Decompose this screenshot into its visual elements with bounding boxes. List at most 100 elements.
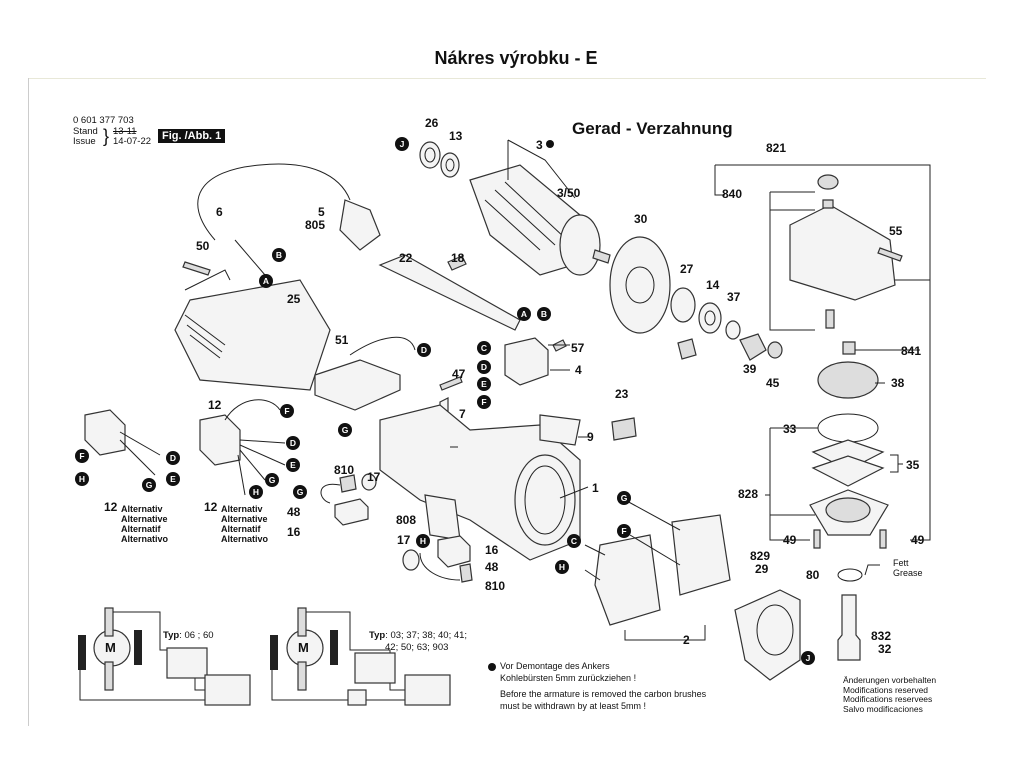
part-label: 48	[287, 505, 301, 519]
part-label: 38	[891, 376, 905, 390]
wiring-diagram-1	[78, 607, 251, 706]
crown-gear-part	[817, 361, 879, 399]
connector-marker-g: G	[338, 423, 352, 437]
part-label: 32	[878, 642, 892, 656]
stand-label: Stand	[73, 126, 98, 137]
spindle-part	[837, 594, 861, 661]
motor-symbol: M	[105, 640, 116, 655]
note-en-line2: must be withdrawn by at least 5mm !	[500, 701, 647, 711]
stand-value: 13-11	[113, 126, 137, 137]
grease-label-en: Grease	[893, 568, 923, 578]
part-label: 12	[208, 398, 222, 412]
diagram-heading: Gerad - Verzahnung	[572, 119, 733, 138]
connector-marker-g: G	[617, 491, 631, 505]
connector-marker-a: A	[517, 307, 531, 321]
note-de-line2: Kohlebürsten 5mm zurückziehen !	[500, 673, 637, 683]
connector-marker-b: B	[272, 248, 286, 262]
issue-date: 14-07-22	[113, 136, 152, 147]
part-label: 829	[750, 549, 771, 563]
part-number: 0 601 377 703	[73, 115, 134, 126]
part-label: 39	[743, 362, 757, 376]
part-label: 35	[906, 458, 920, 472]
connector-marker-g: G	[293, 485, 307, 499]
motor-housing-part	[174, 279, 331, 391]
part-label: 840	[722, 187, 743, 201]
part-label: 821	[766, 141, 787, 155]
part-label: 55	[889, 224, 903, 238]
motor-symbol: M	[298, 640, 309, 655]
connector-marker-h: H	[555, 560, 569, 574]
connector-marker-h: H	[75, 472, 89, 486]
connector-marker-d: D	[477, 360, 491, 374]
connector-marker-h: H	[416, 534, 430, 548]
alternative-note-2: Alternativ Alternative Alternatif Altern…	[221, 504, 269, 544]
issue-label: Issue	[73, 136, 96, 147]
part-label: 50	[196, 239, 210, 253]
connector-marker-e: E	[477, 377, 491, 391]
part-label: 4	[575, 363, 582, 377]
page-title: Nákres výrobku - E	[434, 48, 598, 68]
part-label: 9	[587, 430, 594, 444]
part-label: 33	[783, 422, 797, 436]
grease-label-de: Fett	[893, 558, 909, 568]
connector-marker-b: B	[537, 307, 551, 321]
part-label: 832	[871, 629, 892, 643]
part-label: 5	[318, 205, 325, 219]
part-label: 25	[287, 292, 301, 306]
part-label: 51	[335, 333, 349, 347]
bullet-icon	[546, 140, 554, 148]
switch-part	[504, 337, 549, 386]
part-label: 3/50	[557, 186, 581, 200]
connector-marker-d: D	[166, 451, 180, 465]
part-label: 37	[727, 290, 741, 304]
part-label: 29	[755, 562, 769, 576]
brace: }	[103, 126, 110, 146]
part-label: 27	[680, 262, 694, 276]
part-label: 808	[396, 513, 417, 527]
part-label: 22	[399, 251, 413, 265]
modifications-note: Änderungen vorbehalten Modifications res…	[843, 675, 937, 714]
part-label: 49	[783, 533, 797, 547]
connector-marker-g: G	[265, 473, 279, 487]
part-label: 16	[485, 543, 499, 557]
connector-marker-j: J	[395, 137, 409, 151]
part-label: 6	[216, 205, 223, 219]
connector-marker-j: J	[801, 651, 815, 665]
part-label: 12	[204, 500, 218, 514]
part-label: 80	[806, 568, 820, 582]
part-label: 30	[634, 212, 648, 226]
part-label: 7	[459, 407, 466, 421]
connector-marker-f: F	[477, 395, 491, 409]
part-label: 17	[367, 470, 381, 484]
connector-marker-e: E	[166, 472, 180, 486]
connector-marker-d: D	[286, 436, 300, 450]
part-label: 45	[766, 376, 780, 390]
note-en-line1: Before the armature is removed the carbo…	[500, 689, 707, 699]
figure-label: Fig. /Abb. 1	[158, 129, 226, 143]
note-de-line1: Vor Demontage des Ankers	[500, 661, 610, 671]
connector-marker-h: H	[249, 485, 263, 499]
part-label: 17	[397, 533, 411, 547]
connector-marker-c: C	[477, 341, 491, 355]
connector-marker-a: A	[259, 274, 273, 288]
part-label: 57	[571, 341, 585, 355]
part-label: 47	[452, 367, 466, 381]
wiring-type-2-cont: 42; 50; 63; 903	[385, 642, 449, 653]
part-label: 16	[287, 525, 301, 539]
wiring-type-1: Typ: 06 ; 60	[163, 630, 214, 641]
field-coil-part	[594, 534, 661, 626]
part-label: 26	[425, 116, 439, 130]
part-label: 810	[485, 579, 506, 593]
fan-part	[609, 236, 671, 334]
part-label: 2	[683, 633, 690, 647]
part-label: 3	[536, 138, 543, 152]
part-label: 841	[901, 344, 922, 358]
alternative-note-1: Alternativ Alternative Alternatif Altern…	[121, 504, 169, 544]
title-divider	[28, 78, 986, 79]
connector-marker-f: F	[617, 524, 631, 538]
connector-marker-g: G	[142, 478, 156, 492]
part-label: 49	[911, 533, 925, 547]
part-label: 13	[449, 129, 463, 143]
